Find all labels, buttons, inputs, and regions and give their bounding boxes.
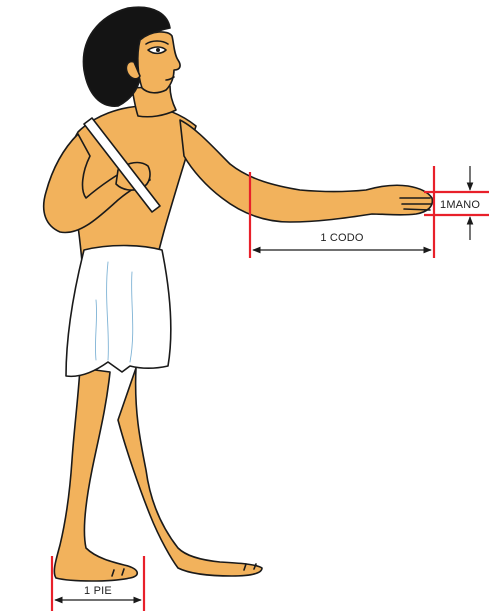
egyptian-figure <box>44 7 433 581</box>
hand-label: 1MANO <box>440 199 480 211</box>
kilt <box>66 246 171 377</box>
foot-label: 1 PIE <box>84 585 112 597</box>
eye-pupil <box>156 48 160 52</box>
cubit-label: 1 CODO <box>320 232 364 244</box>
extended-arm <box>180 120 432 222</box>
back-leg <box>118 368 262 576</box>
